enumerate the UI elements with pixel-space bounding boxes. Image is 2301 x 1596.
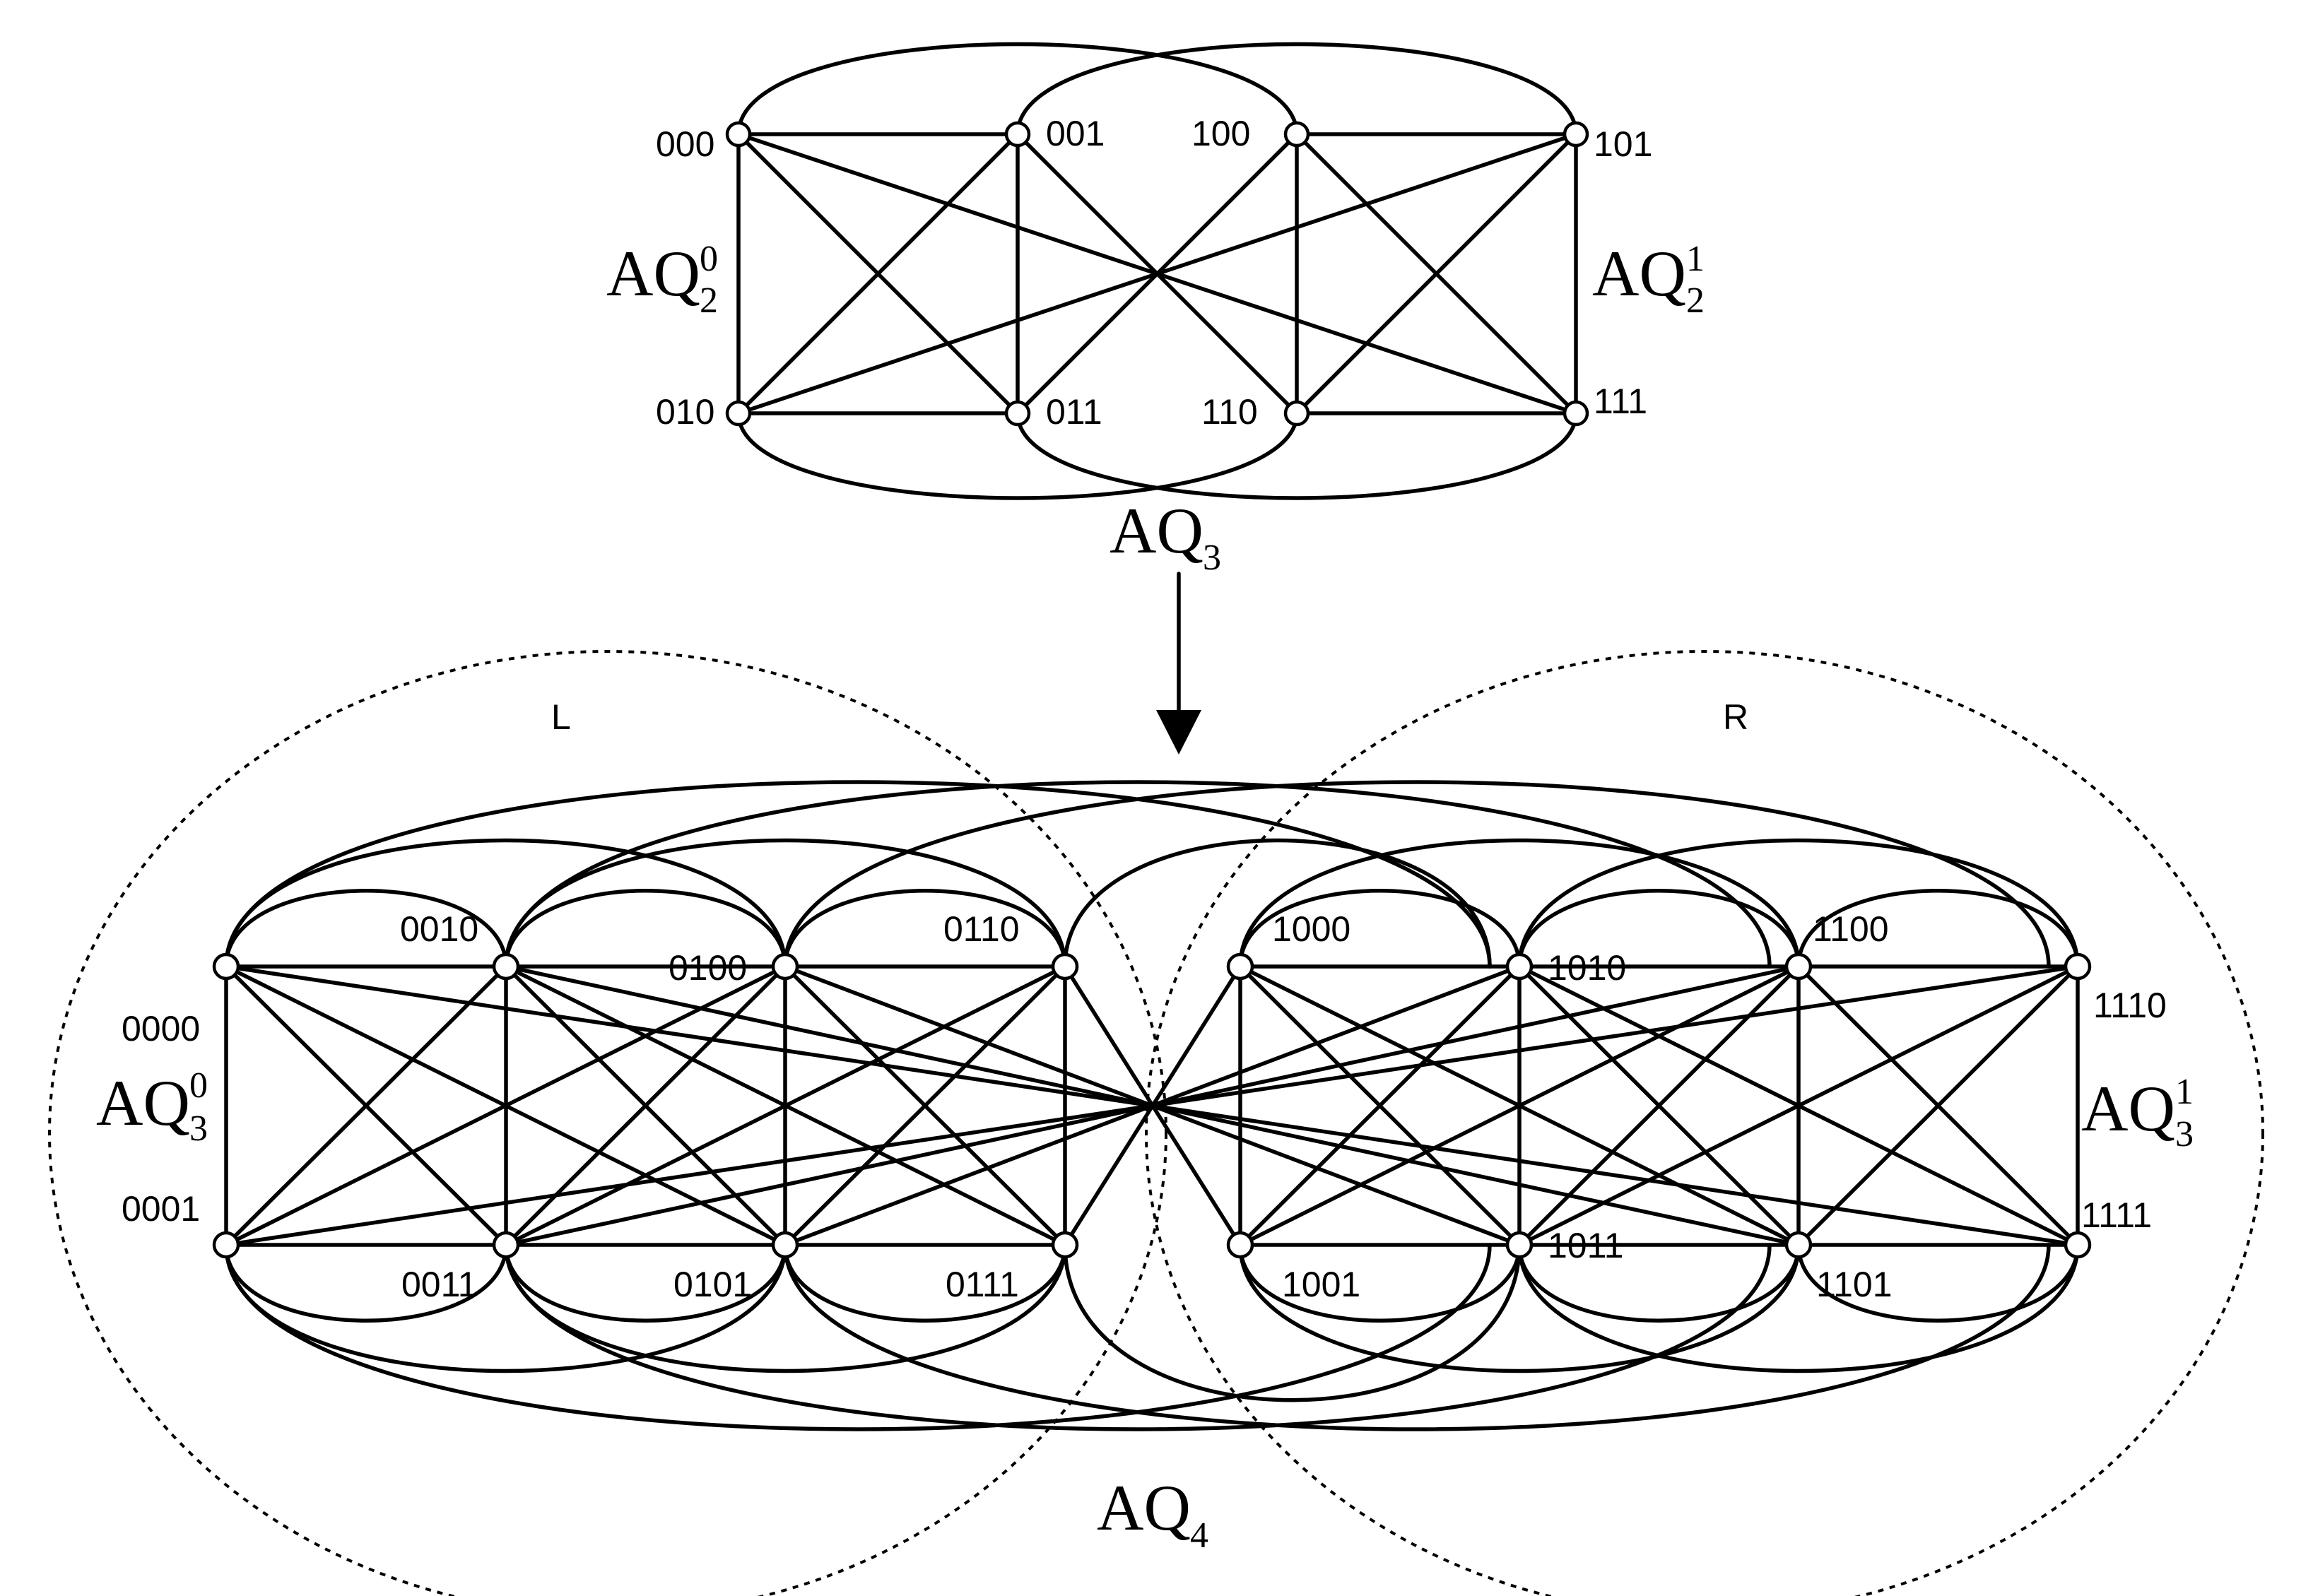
arc-001-101 [1016,42,1578,136]
node-011 [1004,400,1031,427]
node-1010 [1505,952,1534,981]
region-l-boundary [48,650,1167,1596]
aq4-node-labels: 0000 0010 0100 0110 1000 1010 1100 1110 … [122,909,2167,1304]
label-100: 100 [1191,114,1250,153]
aq3-edges [736,132,1578,415]
label-111: 111 [1594,382,1647,421]
label-010: 010 [656,392,714,432]
node-0010 [492,952,520,981]
node-100 [1283,121,1310,148]
svg-text:3: 3 [1203,538,1221,578]
aq3-graph: 000 001 100 101 010 011 110 111 AQ 0 2 A… [606,42,1705,578]
aq4-caption: AQ 4 [1097,1472,1208,1556]
aq2-0-group-label: AQ 0 2 [606,237,718,321]
aq4-graph: L R [48,650,2264,1596]
region-l-label: L [551,697,571,737]
label-101: 101 [1594,124,1652,164]
node-0111 [1051,1231,1079,1259]
svg-text:AQ: AQ [2081,1072,2175,1145]
node-1001 [1226,1231,1254,1259]
aq2-1-group-label: AQ 1 2 [1592,237,1705,321]
svg-text:0: 0 [189,1065,208,1106]
aq3-arcs [736,42,1578,500]
svg-text:1: 1 [2175,1072,2194,1112]
aq4-cross-edges [224,964,2080,1247]
svg-text:AQ: AQ [1110,495,1204,567]
arc-011-111 [1016,411,1578,500]
label-0100: 0100 [669,948,747,988]
node-1101 [1784,1231,1813,1259]
svg-text:2: 2 [1686,280,1705,321]
label-1010: 1010 [1548,948,1626,988]
label-011: 011 [1046,392,1102,432]
svg-text:2: 2 [700,280,718,321]
svg-text:1: 1 [1686,239,1705,279]
node-1111 [2064,1231,2092,1259]
aq3-0-group-label: AQ 0 3 [96,1065,208,1149]
label-1110: 1110 [2093,986,2167,1025]
label-0110: 0110 [943,909,1020,949]
label-0101: 0101 [673,1265,752,1304]
node-0011 [492,1231,520,1259]
aq3-node-labels: 000 001 100 101 010 011 110 111 [656,114,1652,432]
aq4-arcs [224,780,2080,1431]
aq3-caption: AQ 3 [1110,495,1221,578]
arc-010-110 [736,411,1299,500]
node-0001 [212,1231,240,1259]
label-1000: 1000 [1272,909,1350,949]
node-1110 [2064,952,2092,981]
label-0000: 0000 [122,1009,200,1048]
svg-text:0: 0 [700,239,718,279]
expansion-arrow [1156,572,1201,755]
node-0000 [212,952,240,981]
region-r-label: R [1723,697,1748,737]
node-1011 [1505,1231,1534,1259]
label-1011: 1011 [1548,1226,1624,1265]
label-0111: 0111 [946,1265,1019,1304]
aq4-nodes [212,952,2092,1259]
label-1001: 1001 [1282,1265,1360,1304]
aq3-1-group-label: AQ 1 3 [2081,1072,2194,1154]
label-1101: 1101 [1816,1265,1893,1304]
node-0100 [771,952,799,981]
node-000 [725,121,752,148]
svg-text:3: 3 [189,1109,208,1149]
label-110: 110 [1201,392,1258,432]
svg-text:AQ: AQ [1097,1472,1191,1544]
svg-text:4: 4 [1190,1515,1208,1556]
label-001: 001 [1046,114,1105,153]
label-1100: 1100 [1813,909,1889,949]
aq4-diagonal-edges [224,964,2080,1247]
node-010 [725,400,752,427]
label-0010: 0010 [400,909,478,949]
label-0011: 0011 [401,1265,478,1304]
node-110 [1283,400,1310,427]
region-r-boundary [1145,650,2264,1596]
node-0110 [1051,952,1079,981]
aq3-nodes [725,121,1589,427]
label-0001: 0001 [122,1189,200,1229]
svg-text:AQ: AQ [96,1067,190,1139]
node-111 [1563,400,1589,427]
label-000: 000 [656,124,714,164]
node-101 [1563,121,1589,148]
node-001 [1004,121,1031,148]
arc-000-100 [736,42,1299,136]
svg-text:3: 3 [2175,1114,2194,1154]
svg-text:AQ: AQ [606,237,700,309]
label-1111: 1111 [2081,1195,2152,1235]
node-1100 [1784,952,1813,981]
node-1000 [1226,952,1254,981]
node-0101 [771,1231,799,1259]
svg-text:AQ: AQ [1592,237,1686,309]
